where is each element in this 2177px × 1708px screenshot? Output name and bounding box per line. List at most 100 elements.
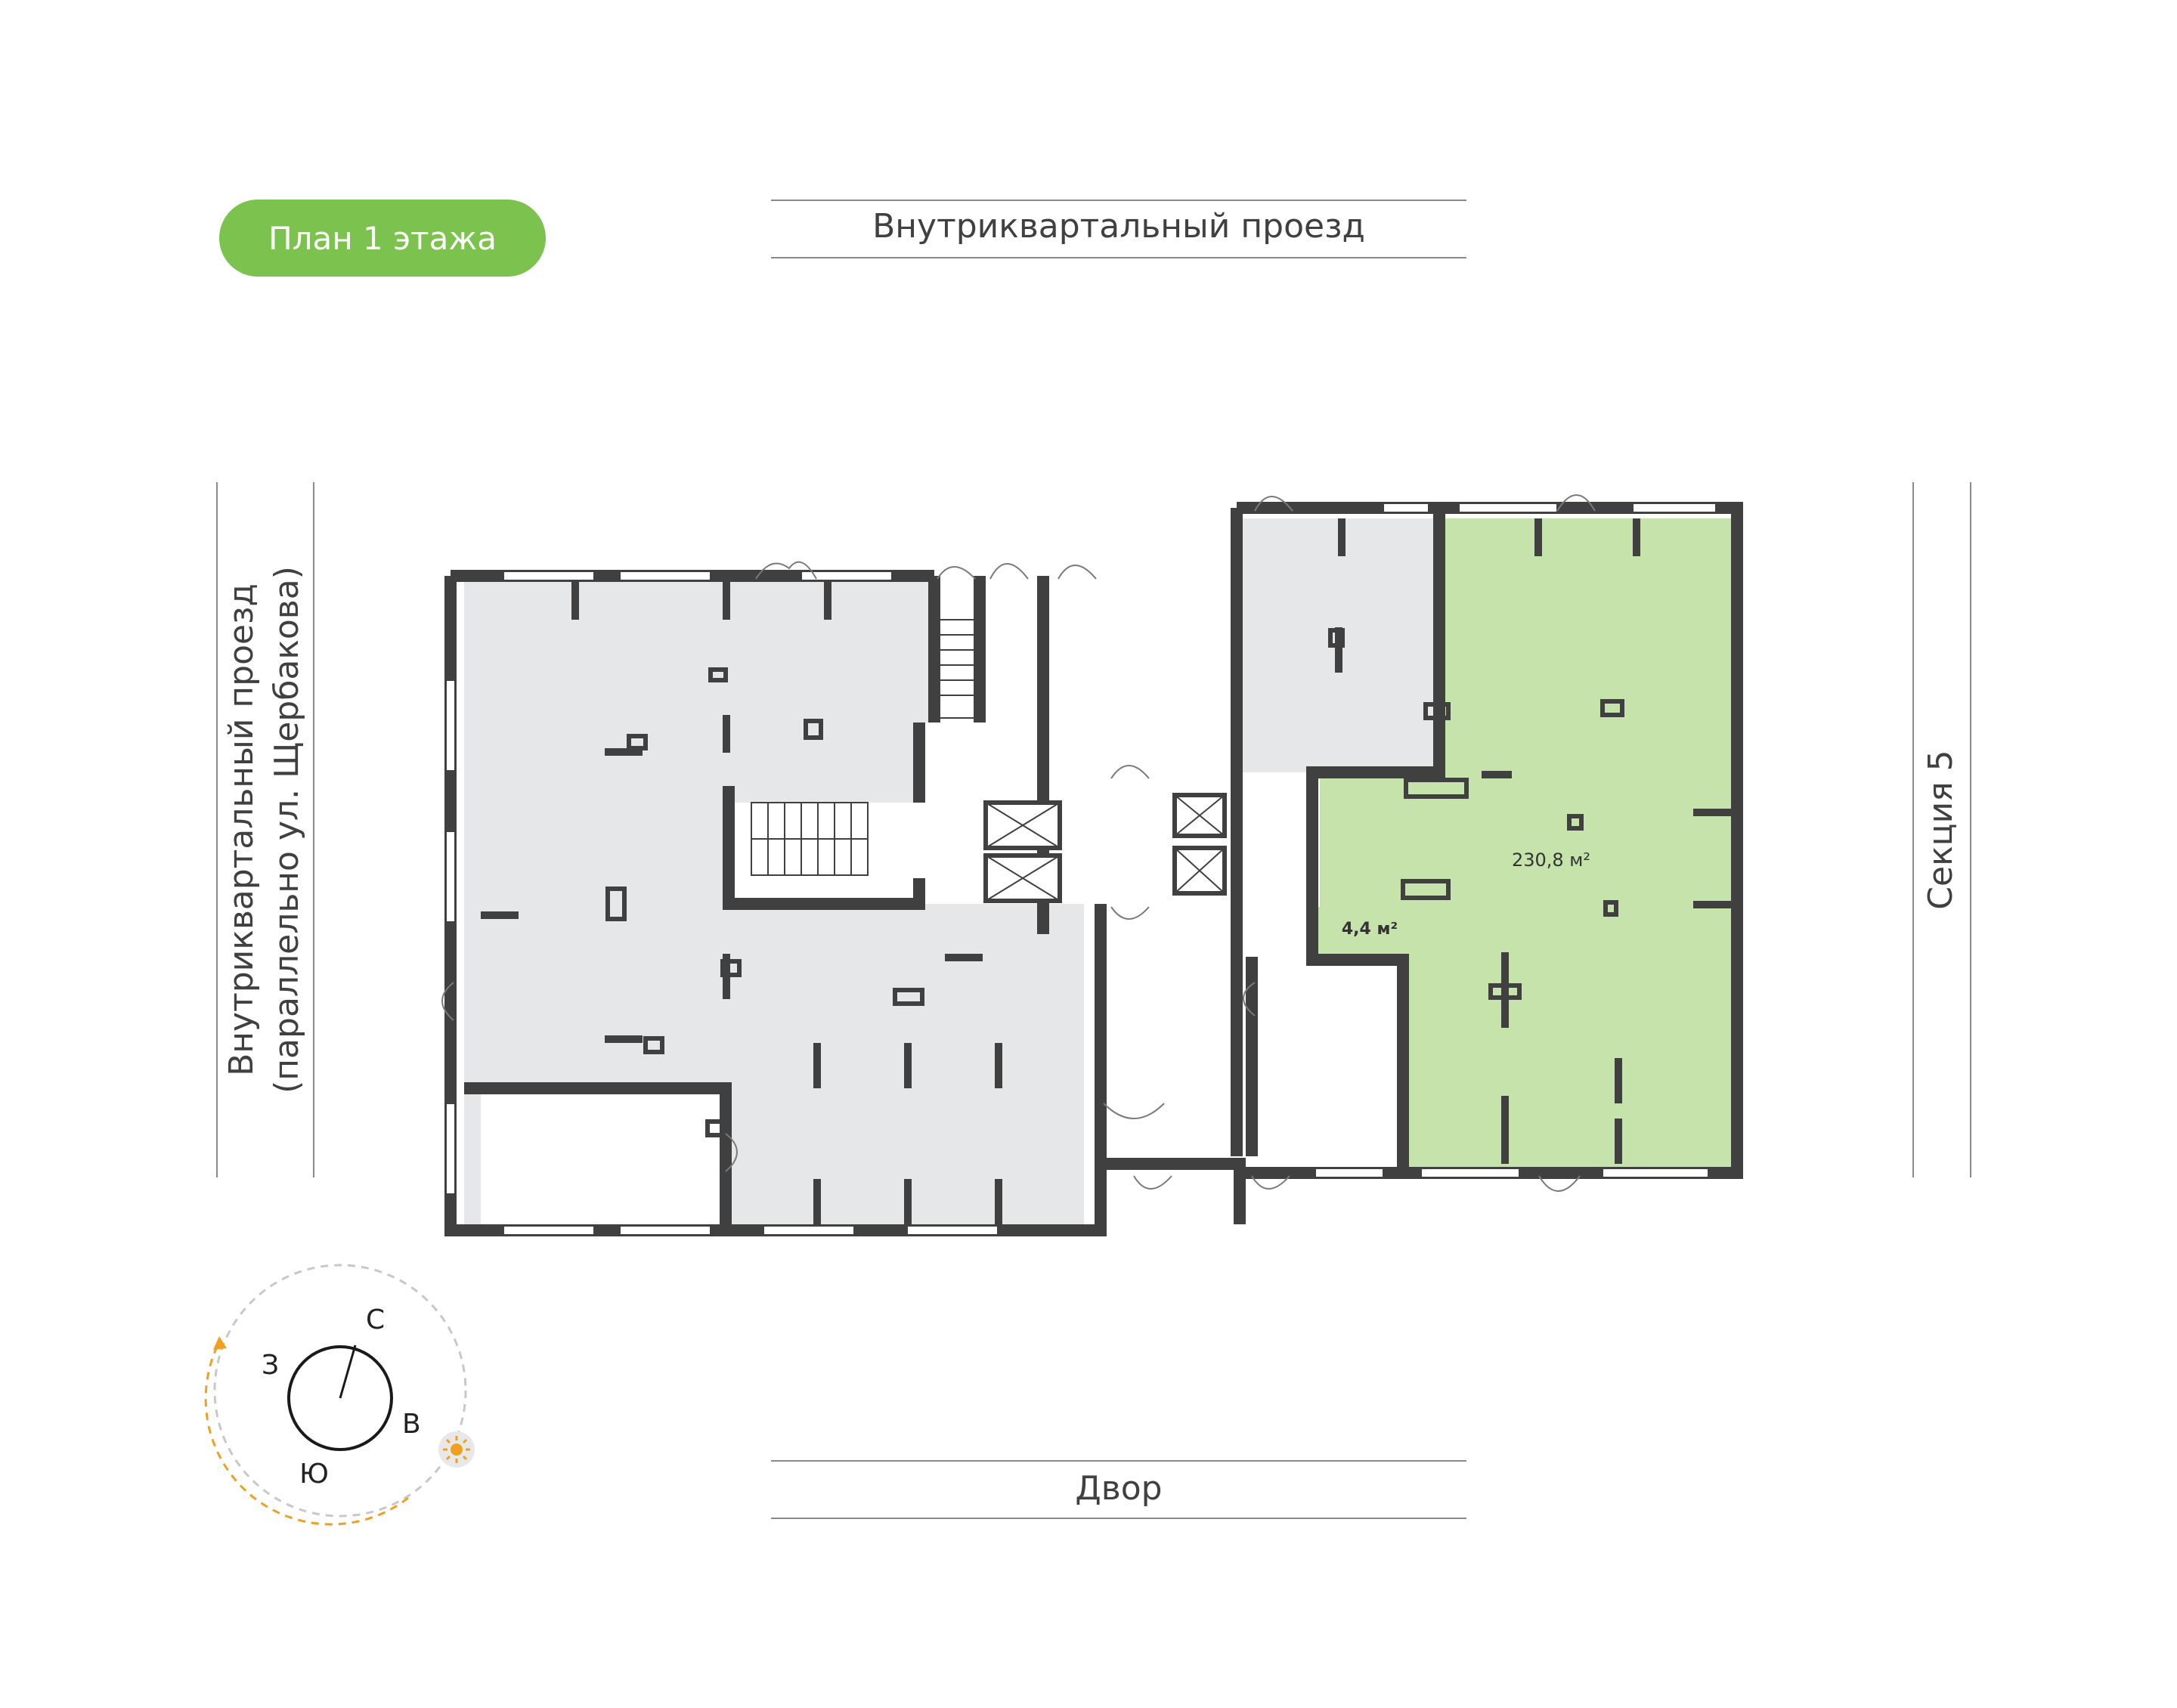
sun-path [213,1264,467,1518]
column-box [1404,778,1469,799]
door [1538,1175,1581,1192]
top-street-line-lower [771,257,1466,258]
column [1534,518,1542,556]
column [1501,952,1509,1028]
column [1335,627,1342,673]
door [1110,765,1150,779]
small-area-label: 4,4 м² [1342,920,1398,939]
window [1602,1168,1709,1178]
window [1383,503,1429,513]
left-stair-walls [723,576,940,910]
column [481,911,519,919]
column [605,748,643,756]
column [1501,1096,1509,1164]
east-label: В [402,1409,421,1440]
column [1615,1119,1622,1164]
window [1420,1168,1520,1178]
column [1693,901,1731,908]
column [824,582,831,620]
right-section-line-outer [1970,482,1971,1177]
door [1058,565,1097,580]
window [445,1103,456,1195]
door [1254,496,1293,512]
column [1633,518,1640,556]
left-street-line-inner [313,482,314,1177]
west-label: З [262,1350,279,1381]
column [995,1043,1002,1088]
column [813,1179,821,1224]
column [813,1043,821,1088]
window [1315,1168,1384,1178]
column-box [804,719,823,740]
narrow-stair [937,619,976,719]
window [1458,503,1558,513]
main-area-label: 230,8 м² [1512,849,1590,871]
compass: С В Ю З [204,1264,475,1526]
column-box [1567,814,1584,831]
column-box [1328,628,1345,648]
bottom-street-line-upper [771,1460,1466,1462]
column-box [627,734,648,750]
door [1110,906,1150,920]
floor-plan-badge: План 1 этажа [219,200,546,277]
column [1693,809,1731,816]
window [801,571,893,581]
door [725,1133,738,1172]
sun-arc [204,1341,409,1526]
window [619,571,711,581]
south-label: Ю [299,1459,329,1490]
column [1615,1058,1622,1103]
column-box [1603,900,1618,917]
column-box [605,886,627,921]
left-street-line-outer [216,482,218,1177]
top-street-line-upper [771,200,1466,201]
window [1632,503,1717,513]
column [723,715,730,753]
window [503,1225,595,1236]
left-wing-floor [464,582,1084,1224]
door [1103,1103,1165,1119]
column [605,1035,643,1043]
bottom-street-line-lower [771,1518,1466,1519]
column [1338,518,1346,556]
column-box [720,959,742,977]
door [1556,494,1596,512]
bottom-street-label: Двор [1075,1469,1163,1508]
column-box [643,1036,664,1054]
window [763,1225,855,1236]
column [995,1179,1002,1224]
column-box [893,988,924,1006]
window [503,571,595,581]
column-box [705,1119,725,1137]
column [904,1179,912,1224]
center-block-walls [974,508,1246,1224]
column [1482,771,1512,778]
door [1251,1175,1290,1190]
window [619,1225,711,1236]
column [571,582,579,620]
window [906,1225,999,1236]
column-box [1423,702,1451,720]
top-street-label: Внутриквартальный проезд [872,207,1365,246]
sun-core [451,1443,463,1456]
door [755,561,817,580]
arrow-icon [213,1336,227,1350]
right-section-line-inner [1912,482,1914,1177]
column [723,582,730,620]
highlighted-unit-floor [1320,518,1733,1168]
north-needle [339,1344,357,1399]
door [1243,982,1256,1016]
column [904,1043,912,1088]
door [441,982,454,1021]
column-box [1600,699,1624,717]
door [937,566,976,580]
north-label: С [366,1304,385,1335]
door [1133,1175,1172,1190]
small-unit-floor [1312,907,1403,954]
window [445,679,456,772]
column [945,954,983,961]
column-box [1488,983,1522,1000]
door [989,563,1029,580]
column-box [1401,879,1451,900]
